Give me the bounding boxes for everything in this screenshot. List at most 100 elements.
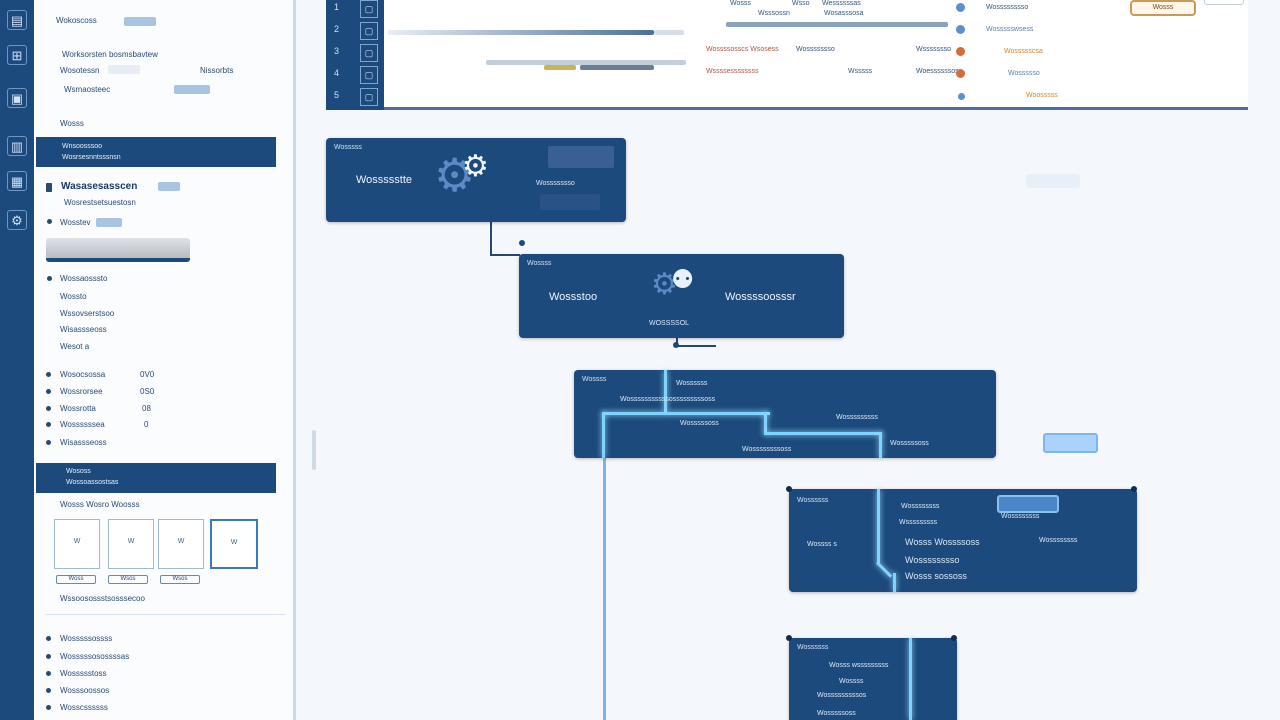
node-header: Wossssss [797,497,829,504]
list-item[interactable]: Wossto [60,292,87,301]
bottom-list-item[interactable]: Wosscssssss [60,703,108,712]
floating-badge[interactable] [1043,433,1098,453]
template-thumb-selected[interactable]: W [210,519,258,569]
list-item[interactable]: Wssovserstsoo [60,309,115,318]
connector-line [603,455,606,720]
table-header-cell: Wosasssosa [824,10,864,17]
node-label: Wossstoo [549,291,598,303]
layers-icon[interactable]: ▣ [7,88,27,108]
list-item[interactable]: Wossaosssto [60,274,108,283]
timeline-table: 1 2 3 4 5 ▢ ▢ ▢ ▢ ▢ Wosss Wsso Wessssssa… [326,0,1248,110]
step-checkbox[interactable]: ▢ [360,22,378,40]
node-header: Wossss [527,260,552,267]
node-line: Wossssssssoss [742,446,792,453]
list-item[interactable]: Wesot a [60,342,90,351]
right-label: Woosssss [1026,92,1058,99]
flow-node-5[interactable]: Wossssss Wosss wsssssssss Wossss Wosssss… [786,635,957,720]
prop-checkbox-icon[interactable] [46,389,51,394]
right-label: Wosssssssso [986,4,1029,11]
node-line: Wsssssssss [899,519,938,526]
prop-label: Wossrotta [60,404,96,413]
template-thumb[interactable]: W [158,519,204,569]
dashboard-icon[interactable]: ▤ [7,10,27,30]
node-line: Wosssssoss [817,710,856,717]
prop-checkbox-icon[interactable] [46,440,51,445]
prop-checkbox-icon[interactable] [46,406,51,411]
bottom-list-item[interactable]: Wosssssosossssas [60,652,130,661]
prop-checkbox-icon[interactable] [46,372,51,377]
flow-node-2[interactable]: Wossss Wossstoo ⚙ ⚉ WOSSSSOL Wossssoosss… [519,254,844,338]
status-dot [956,47,965,56]
node-badge[interactable] [997,495,1059,513]
connector-node[interactable] [951,635,957,641]
connector-node[interactable] [519,240,525,246]
node-header: Wossssss [797,644,829,651]
template-thumb[interactable]: W [54,519,100,569]
step-number: 4 [334,68,340,78]
connector-node[interactable] [786,635,792,641]
progress-slider[interactable] [46,238,190,262]
table-cell: Wossssssso [796,46,835,53]
thumb-caption: Wsos [160,575,200,584]
signal-line [877,489,880,563]
flow-node-3[interactable]: Wossss Wossssss Wosssssssssssossssssssso… [574,370,996,458]
prop-label: Wisassseoss [60,438,107,447]
panel-scrollbar[interactable] [312,430,316,470]
list-bullet-icon [46,688,51,693]
right-label: Wossssscsa [1004,48,1043,55]
gantt-bar[interactable] [580,65,654,70]
template-thumb[interactable]: W [108,519,154,569]
gantt-bar[interactable] [726,22,948,27]
status-dot [956,69,965,78]
flow-node-4[interactable]: Wossssss Wossssssss Wsssssssss Wossss s … [786,486,1137,592]
step-checkbox[interactable]: ▢ [360,44,378,62]
prop-checkbox-icon[interactable] [46,422,51,427]
signal-line [602,412,605,458]
gantt-bar[interactable] [654,30,684,35]
step-number: 3 [334,46,340,56]
section-header-1[interactable]: Wnsoosssoo Wosrsesnntsssnsn [36,137,276,167]
step-checkbox[interactable]: ▢ [360,88,378,106]
table-header-cell: Wosss [730,0,751,7]
document-icon[interactable]: ▥ [7,136,27,156]
gear-icon: ⚙ [434,149,476,201]
table-cell: Wsssss [848,68,873,75]
bottom-list-item[interactable]: Wosssssossss [60,634,113,643]
gantt-bar[interactable] [544,65,576,70]
step-checkbox[interactable]: ▢ [360,0,378,18]
panel-section-label: Wosss [60,119,84,128]
settings-icon[interactable]: ⚙ [7,210,27,230]
table-cell: Wossssosscs Wsosess [706,46,779,53]
panel-input-1[interactable] [108,65,140,74]
gantt-bar[interactable] [388,30,654,35]
table-corner-tab[interactable] [1204,0,1244,5]
node-line: Wosss wsssssssss [829,662,889,669]
node-label: Wossssstte [356,174,413,186]
bottom-list-item[interactable]: Wossssstoss [60,669,107,678]
connector-node[interactable] [786,486,792,492]
list-item[interactable]: Wisassseoss [60,325,107,334]
bottom-list-item[interactable]: Wosssoossos [60,686,110,695]
gantt-bar[interactable] [486,60,686,65]
panel-top-chip [124,17,156,26]
signal-line [909,638,912,720]
node-line: Wossssss [676,380,708,387]
step-number: 5 [334,90,340,100]
panel-heading: Wasasesasscen [61,181,138,192]
step-checkbox[interactable]: ▢ [360,66,378,84]
chart-icon[interactable]: ▦ [7,171,27,191]
flow-icon[interactable]: ⊞ [7,45,27,65]
node-line: Wossssssss [901,503,940,510]
list-bullet-icon [46,671,51,676]
flow-node-1[interactable]: Wosssss Wossssstte ⚙ ⚙ Wossssssso [326,138,626,222]
status-pill-button[interactable]: Wosss [1130,0,1196,16]
section-header-2[interactable]: Wososs Wossoassostsas [36,463,276,493]
connector-node[interactable] [1131,486,1137,492]
list-bullet-icon [47,276,52,281]
section-1-sub: Wosrsesnntsssnsn [62,154,121,161]
thumb-row-label: Wosss Wosro Woosss [60,500,140,509]
status-dot [956,3,965,12]
step-column: 1 2 3 4 5 ▢ ▢ ▢ ▢ ▢ [326,0,384,110]
panel-heading-chip [158,182,180,191]
connector-node[interactable] [673,342,679,348]
